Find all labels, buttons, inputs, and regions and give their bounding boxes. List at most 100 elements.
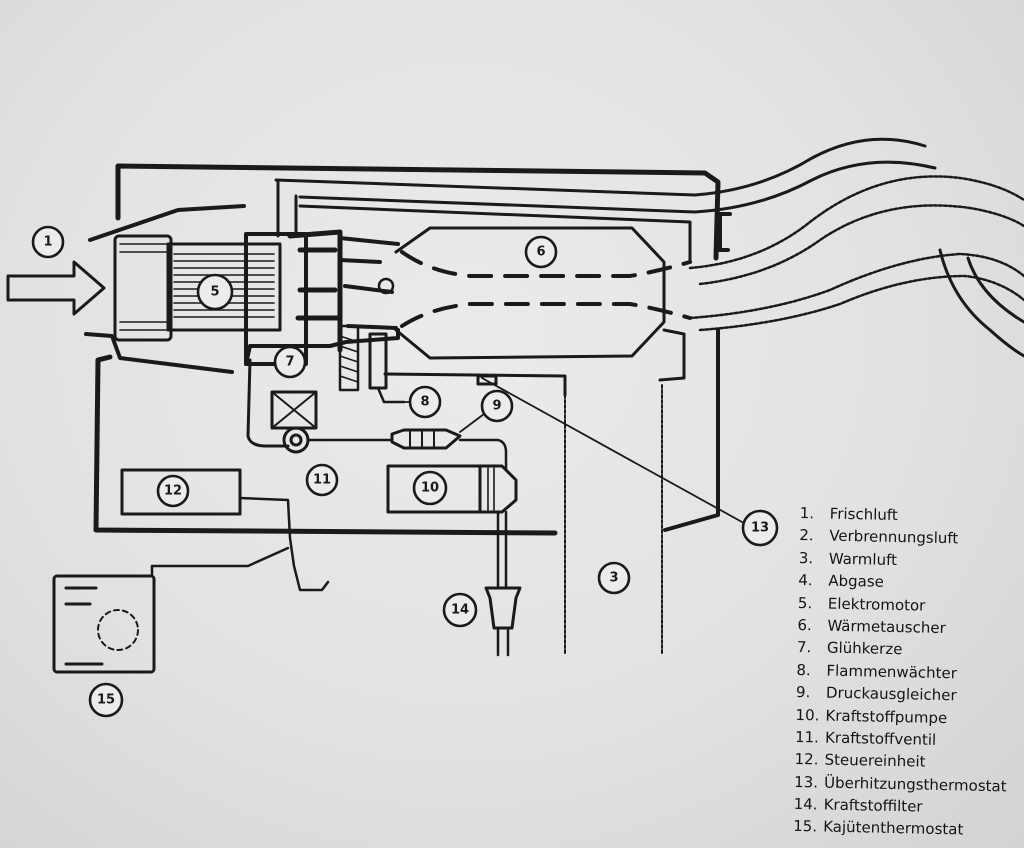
callout-circle-3 xyxy=(597,561,631,595)
callout-circle-1 xyxy=(31,225,65,259)
callout-label-6: 6 xyxy=(536,245,545,260)
fuel-filter xyxy=(484,586,522,630)
fuel-valve-core xyxy=(289,433,303,447)
parts-legend: 1.Frischluft 2.Verbrennungsluft 3.Warmlu… xyxy=(793,502,1024,842)
legend-number: 13. xyxy=(793,772,819,792)
legend-label: Elektromotor xyxy=(827,594,926,615)
legend-label: Kajütenthermostat xyxy=(823,818,964,839)
heat-exchanger-outline xyxy=(394,226,666,360)
burner-ring xyxy=(377,277,395,295)
callout-label-5: 5 xyxy=(210,285,219,300)
housing-right-wall xyxy=(663,328,720,532)
overheat-thermostat-leader xyxy=(481,377,743,523)
legend-number: 12. xyxy=(794,750,819,769)
exhaust-hose-mid xyxy=(698,204,1024,286)
exhaust-hose-outer xyxy=(688,175,1024,270)
fuel-pump-head xyxy=(478,464,518,514)
legend-label: Frischluft xyxy=(829,504,898,525)
callout-label-15: 15 xyxy=(97,693,115,708)
callout-circle-5 xyxy=(196,273,234,311)
callout-circle-12 xyxy=(156,474,190,508)
warm-hose-upper xyxy=(688,252,1024,320)
housing-top-outline xyxy=(115,163,721,261)
housing-right-bracket xyxy=(718,212,732,252)
duct-top-frame xyxy=(383,372,567,397)
legend-label: Kraftstoffpumpe xyxy=(825,706,948,727)
callout-circle-9 xyxy=(480,389,514,423)
burner-core xyxy=(287,229,343,353)
cabin-thermostat xyxy=(52,574,156,674)
control-unit-cable xyxy=(238,496,330,592)
fuel-line xyxy=(246,358,290,448)
duct-riser xyxy=(276,180,298,238)
legend-number: 3. xyxy=(798,548,814,568)
flame-monitor-body xyxy=(368,332,388,390)
leader-9 xyxy=(459,413,485,433)
legend-number: 15. xyxy=(793,817,818,836)
legend-label: Warmluft xyxy=(828,549,898,569)
legend-label: Überhitzungsthermostat xyxy=(823,773,1007,796)
callout-label-9: 9 xyxy=(492,399,501,414)
fuel-valve xyxy=(282,426,310,454)
callout-label-13: 13 xyxy=(751,521,769,536)
fuel-line-to-pump xyxy=(458,438,508,472)
pressure-damper xyxy=(390,428,462,450)
chamber-bottom-frame xyxy=(658,328,686,382)
thermostat-dial xyxy=(97,609,139,651)
flame-monitor-wire xyxy=(376,386,406,404)
fresh-air-arrow xyxy=(6,260,106,316)
housing-front-lip xyxy=(88,204,246,242)
flame-tube-dashes-lower xyxy=(400,302,692,328)
housing-bottom-outline xyxy=(93,354,558,536)
control-unit xyxy=(120,468,242,516)
fuel-valve-cross xyxy=(271,391,317,429)
legend-label: Abgase xyxy=(828,571,885,591)
legend-number: 6. xyxy=(797,615,812,635)
callout-label-8: 8 xyxy=(420,395,429,410)
legend-number: 14. xyxy=(793,795,818,814)
thermostat-label-marks xyxy=(64,586,104,666)
callout-circle-11 xyxy=(305,463,339,497)
duct-upper-inner xyxy=(298,160,937,214)
callout-circle-14 xyxy=(442,592,478,628)
legend-item: 15. Kajütenthermostat xyxy=(793,815,1017,842)
callout-numbers: 1 3 5 6 7 8 9 10 11 12 13 14 15 xyxy=(43,235,769,708)
legend-number: 11. xyxy=(794,727,820,747)
callout-label-11: 11 xyxy=(313,473,331,488)
hose-curve-right xyxy=(938,248,1024,358)
combustion-chamber-wall xyxy=(244,328,400,366)
hose-curve-right-inner xyxy=(966,256,1024,324)
motor-end-fins xyxy=(119,243,167,331)
callout-label-14: 14 xyxy=(451,603,469,618)
fuel-line-down xyxy=(496,510,508,590)
pressure-damper-lines xyxy=(409,429,435,449)
glow-plug-coil xyxy=(339,335,359,383)
callout-label-10: 10 xyxy=(421,481,439,496)
legend-label: Wärmetauscher xyxy=(827,616,946,638)
legend-label: Kraftstoffilter xyxy=(823,795,923,816)
legend-label: Druckausgleicher xyxy=(825,683,957,705)
callout-circle-13 xyxy=(741,509,779,547)
legend-number: 7. xyxy=(796,638,812,657)
motor-body xyxy=(113,234,173,342)
glow-plug xyxy=(338,324,360,392)
callout-label-1: 1 xyxy=(43,235,52,250)
legend-label: Steuereinheit xyxy=(824,750,926,771)
legend-label: Kraftstoffventil xyxy=(824,728,937,749)
overheat-thermostat-body xyxy=(476,374,498,386)
duct-upper xyxy=(274,137,927,197)
legend-number: 2. xyxy=(799,526,814,545)
callout-markers xyxy=(31,225,779,718)
callout-label-7: 7 xyxy=(285,355,294,370)
motor-housing xyxy=(166,242,282,332)
fuel-pump-ribs xyxy=(487,467,495,511)
callout-circle-15 xyxy=(88,682,124,718)
fuel-line-out xyxy=(496,626,510,657)
housing-front-lip-low xyxy=(84,332,234,374)
legend-number: 1. xyxy=(799,503,815,523)
callout-circle-8 xyxy=(408,385,442,419)
legend-number: 5. xyxy=(797,593,813,612)
callout-circle-6 xyxy=(524,235,558,269)
